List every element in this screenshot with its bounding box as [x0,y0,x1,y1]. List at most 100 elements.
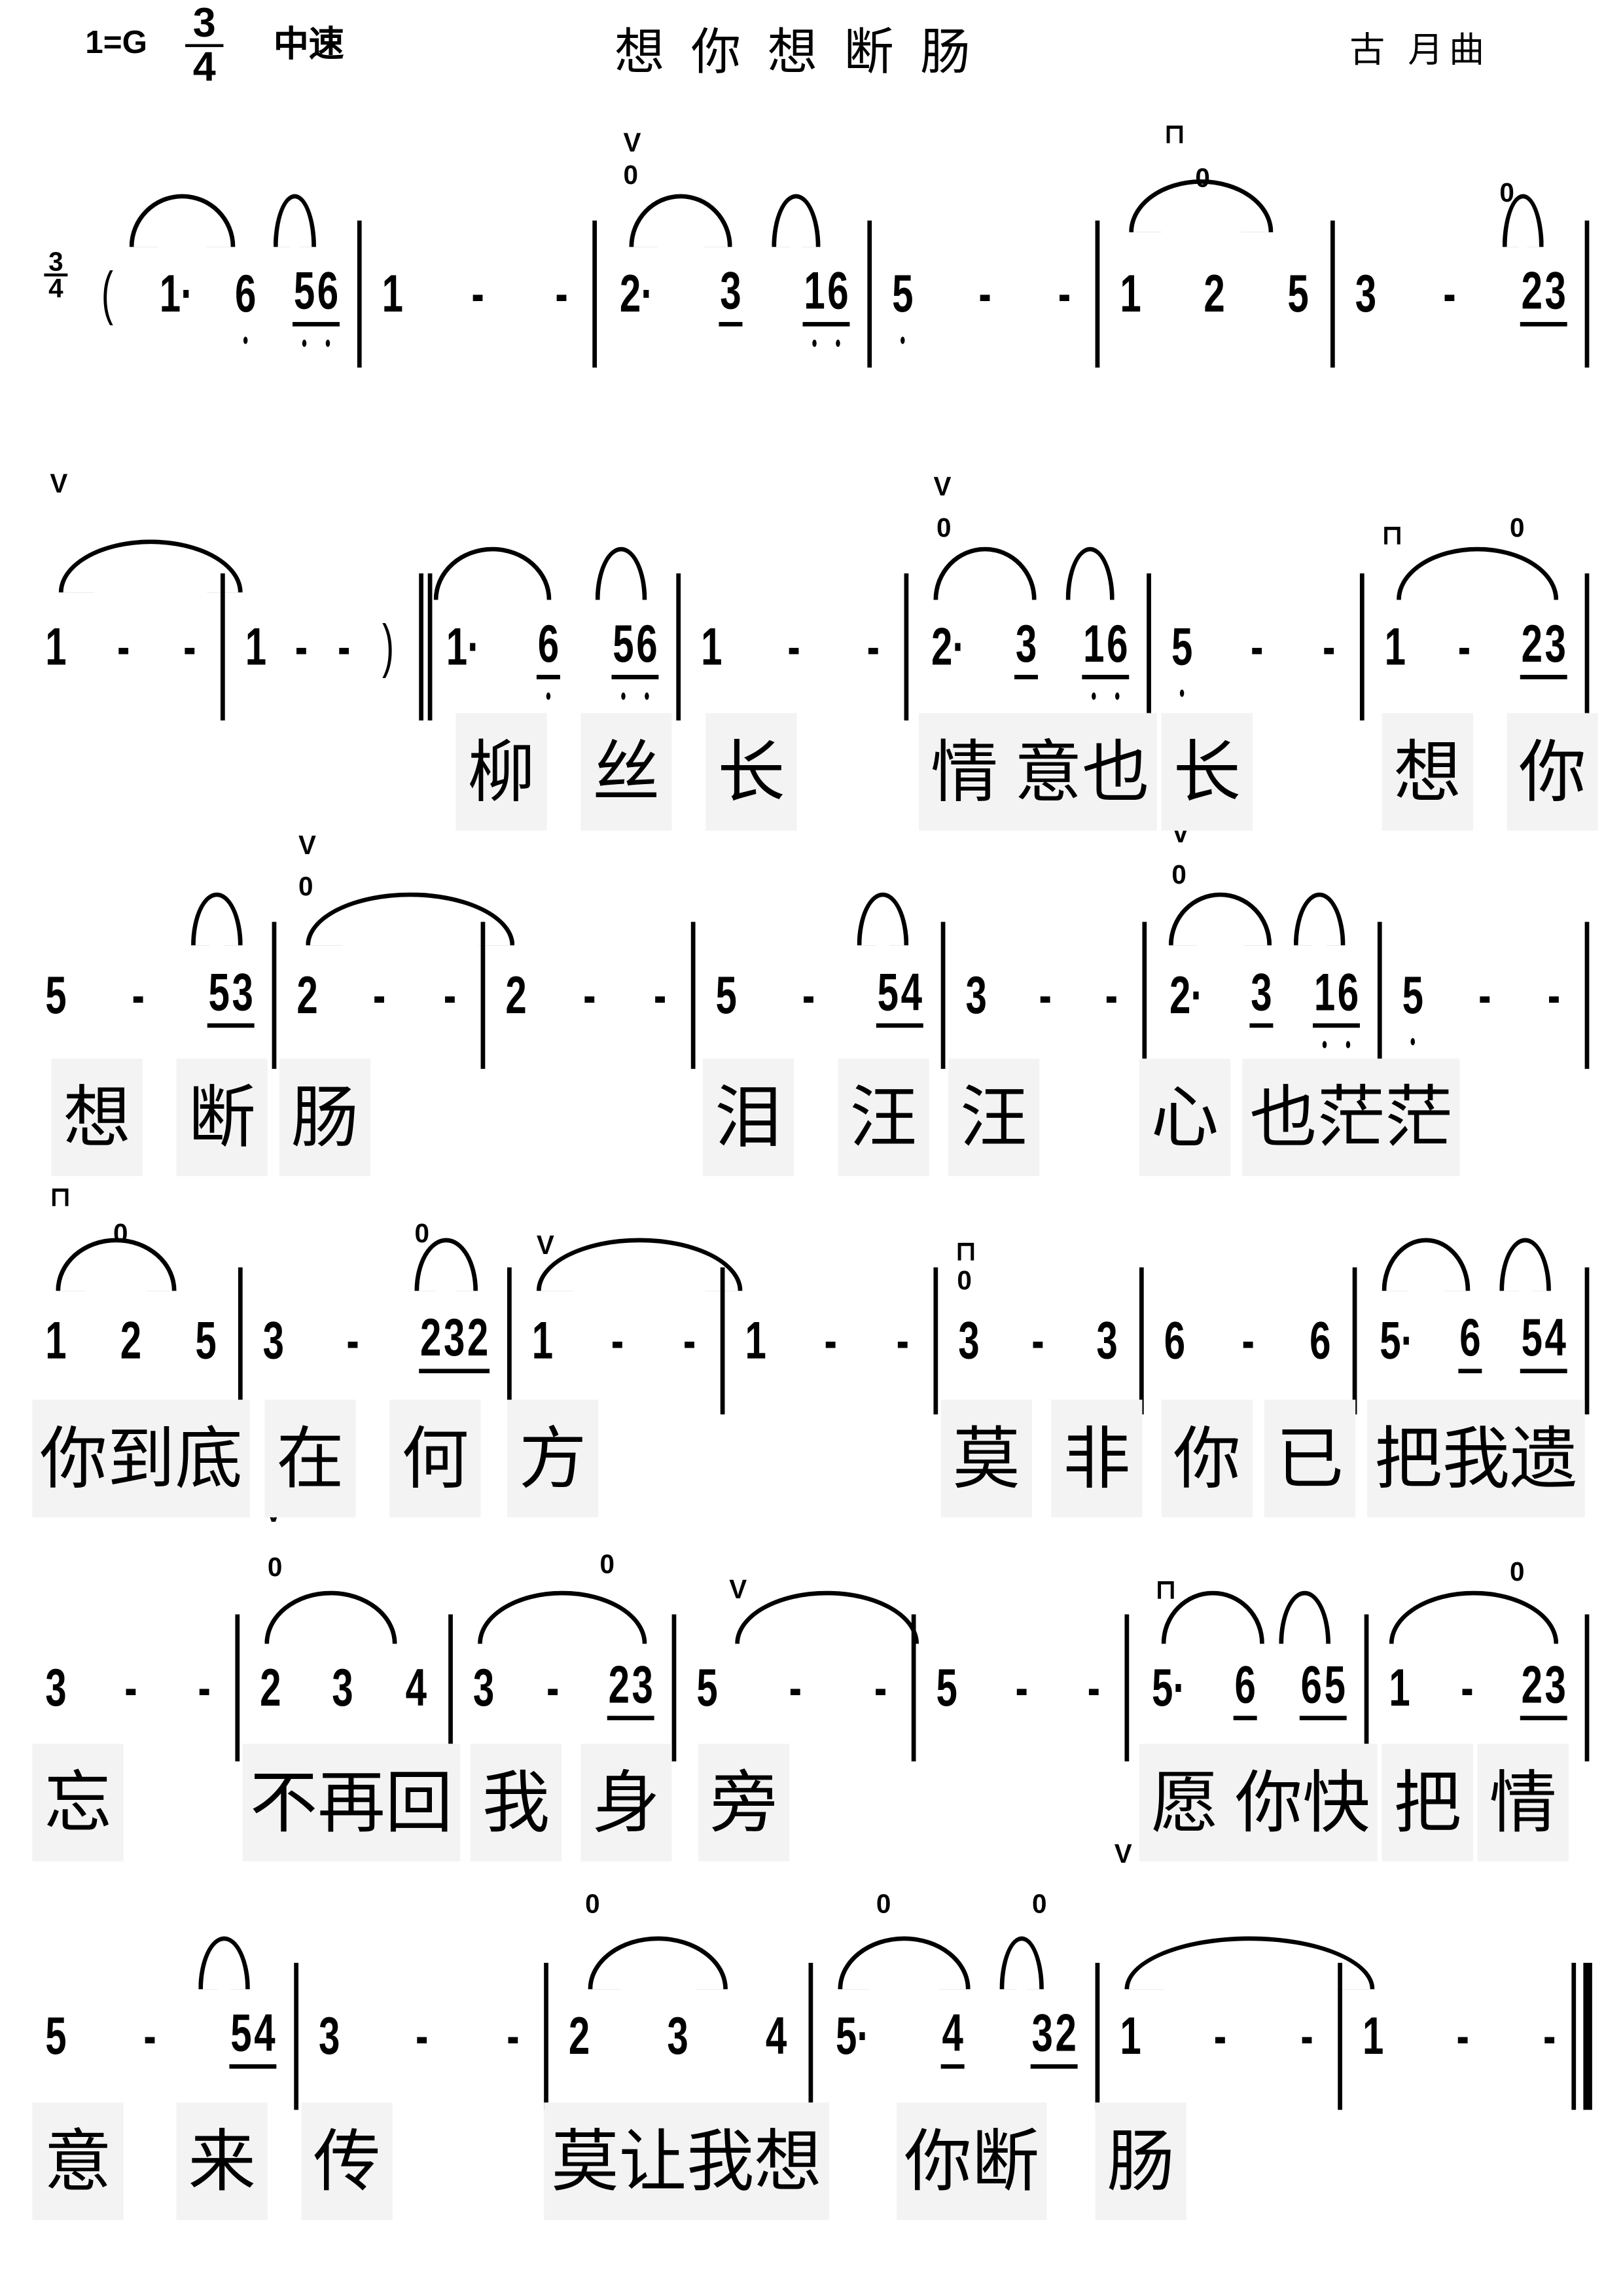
lyric-syllable: 把我遗 [1367,1399,1585,1518]
note: 3 [1544,1654,1566,1715]
lyric-syllable: 不再回 [242,1744,461,1861]
note: 6 [636,613,658,700]
dash: - [610,1310,624,1371]
up-bow-mark: V [298,831,317,861]
lyric-syllable: 你到底 [32,1399,250,1518]
measure: 1-- [1349,2000,1571,2073]
repeat-open-paren: ( [101,261,113,327]
dash: - [132,964,145,1025]
note: 3 [1355,263,1377,324]
header-time-signature: 3 4 [185,2,224,88]
note: 5 [1324,1654,1346,1715]
slur [478,1590,647,1644]
slur [1065,547,1115,600]
measure: 3-- [953,959,1133,1032]
measure: 5-- [1389,959,1576,1046]
measure: 5-- [1158,610,1351,697]
note: 6 [1235,1654,1257,1715]
note: 5 [892,263,914,344]
lyric-syllable: 把 [1382,1744,1473,1861]
dash: - [1213,2005,1226,2066]
note: 5 [613,613,634,700]
note: 1 [1389,1657,1410,1717]
dash: - [978,263,991,324]
slur [433,547,552,600]
open-string-mark: 0 [585,1889,600,1919]
barline [1584,1267,1589,1415]
slur [1124,1936,1375,1990]
note: 2· [931,616,965,677]
lyric-syllable: 何 [389,1399,481,1518]
down-bow-mark: ⊓ [955,1236,976,1266]
barline [1338,1962,1342,2110]
dash: - [1547,964,1561,1025]
open-string-mark: 0 [957,1266,972,1296]
barline [1377,922,1382,1069]
song-title: 想你想断肠 [614,23,997,82]
dash: - [1323,616,1336,677]
measure: 3-3 [945,1304,1130,1378]
dash: - [874,1657,887,1717]
down-bow-mark: ⊓ [1164,118,1185,149]
up-bow-mark: V [623,128,641,158]
lyric-syllable: 方 [507,1399,599,1518]
dash: - [471,263,484,324]
note: 1 [804,260,825,348]
note: 5· [1380,1310,1414,1371]
slur [264,1590,397,1644]
measure: 1--) [232,610,410,683]
note: 1 [382,263,404,324]
open-string-mark: 0 [1499,177,1514,207]
eighth-note-group: 3 [719,260,743,327]
dash: - [372,964,386,1025]
note: 6 [1459,1307,1481,1368]
note: 2 [419,1307,442,1368]
lyric-syllable: 你 [1161,1399,1253,1518]
barline [1584,922,1589,1069]
dash: - [546,1657,560,1717]
dash: - [1249,616,1263,677]
open-string-mark: 0 [1510,512,1525,543]
lyric-syllable: 肠 [1095,2102,1186,2221]
note: 6 [1337,961,1359,1049]
final-barline [1571,1962,1576,2110]
measure: 3-- [306,2000,535,2073]
note: 1· [158,263,193,324]
note: 2 [1521,1654,1543,1715]
note: 1 [45,1310,67,1371]
lyric-syllable: 旁 [698,1744,790,1861]
note: 6 [1106,613,1128,700]
eighth-note-group: 4 [941,2003,965,2069]
note: 5 [195,1310,217,1371]
note: 3 [319,2005,340,2066]
measure: 1-- [732,1304,925,1378]
down-bow-mark: ⊓ [1382,520,1403,550]
down-bow-mark: ⊓ [50,1182,71,1212]
dash: - [1241,1310,1254,1371]
lyric-syllable: 情 [1477,1744,1569,1861]
note: 5 [715,964,737,1025]
barline [671,1614,676,1762]
slur [1293,892,1346,946]
note: 6 [317,260,339,348]
dash: - [683,1310,696,1371]
note: 1· [446,616,480,677]
note: 2 [1521,613,1543,673]
note: 3 [721,260,742,321]
lyric-syllable: 莫 [940,1399,1032,1518]
open-string-mark: 0 [1171,860,1186,890]
note: 4 [405,1657,427,1717]
lyric-syllable: 长 [1161,713,1253,831]
